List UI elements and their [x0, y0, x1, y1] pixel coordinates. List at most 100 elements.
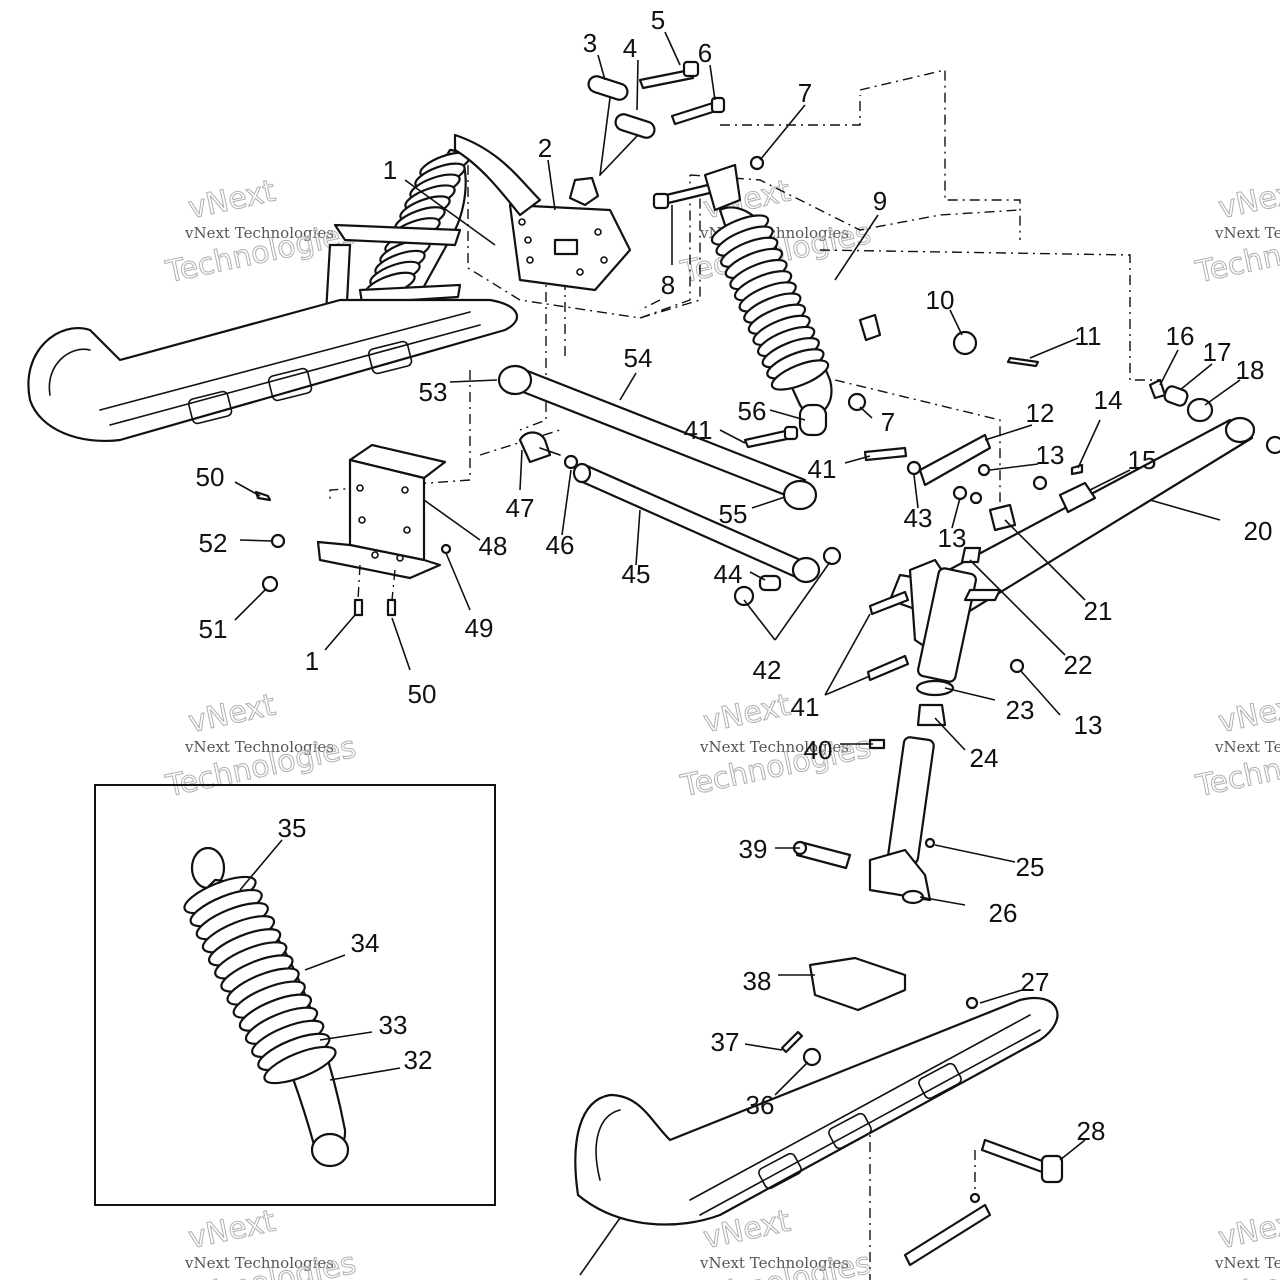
callout-c13b: 13	[1074, 710, 1103, 740]
callout-c7a: 7	[798, 78, 812, 108]
leader-line-c53	[449, 379, 498, 383]
shock-detail-inset	[94, 784, 496, 1206]
spring-coil	[770, 359, 830, 391]
callout-c14: 14	[1094, 385, 1123, 415]
leader-line-c42	[743, 599, 776, 641]
leader-line-c32	[329, 1067, 401, 1081]
leader-line-c41c	[824, 675, 871, 696]
spring-coil	[263, 1045, 337, 1085]
watermark-vnext: vNext	[700, 688, 793, 741]
callout-c48: 48	[479, 531, 508, 561]
mounting-bracket	[254, 443, 452, 617]
callout-c12: 12	[1026, 398, 1055, 428]
watermark-vnext: vNext	[185, 688, 278, 741]
callout-c50b: 50	[408, 679, 437, 709]
main-shock-absorber	[703, 163, 833, 437]
callout-c55: 55	[719, 499, 748, 529]
callout-c11: 11	[1075, 321, 1102, 351]
leader-line-c14	[1077, 419, 1101, 469]
watermark-vnext: vNext	[1215, 688, 1280, 741]
callout-c20: 20	[1244, 516, 1273, 546]
callout-c4: 4	[623, 33, 637, 63]
leader-line-c54	[619, 372, 637, 401]
callout-c6: 6	[698, 38, 712, 68]
watermark-company: vNext Technologies	[184, 1254, 334, 1272]
leader-line-c21a	[1004, 519, 1086, 601]
callout-c49: 49	[465, 613, 494, 643]
watermark-company: vNext Technologies	[1214, 224, 1280, 242]
leader-line-c18	[1204, 379, 1241, 406]
callout-c24: 24	[970, 743, 999, 773]
callout-c32: 32	[404, 1045, 433, 1075]
watermark-company: vNext Technologies	[699, 1254, 849, 1272]
leader-line-c21b	[579, 1217, 621, 1276]
left-shock-background	[323, 133, 542, 342]
callout-c41b: 41	[808, 454, 837, 484]
leader-line-c34	[304, 954, 346, 971]
leader-line-c50b	[391, 617, 411, 671]
watermark-company: vNext Technologies	[184, 224, 334, 242]
callout-c46: 46	[546, 530, 575, 560]
watermark-vnext: vNext	[185, 1204, 278, 1257]
callout-c26: 26	[989, 898, 1018, 928]
leader-line-c24	[934, 717, 966, 751]
leader-line-c47	[519, 449, 523, 491]
callout-c21a: 21	[1084, 596, 1113, 626]
callout-c45: 45	[622, 559, 651, 589]
callout-c1b: 1	[305, 646, 319, 676]
callout-leader-lines	[234, 31, 1241, 1276]
callout-c52: 52	[199, 528, 228, 558]
leader-line-c11	[1029, 337, 1079, 359]
callout-c34: 34	[351, 928, 380, 958]
shock-mount-links	[743, 313, 1214, 682]
leader-line-c15	[1089, 469, 1131, 491]
leader-line-c35	[239, 839, 283, 891]
callout-c13a: 13	[1036, 440, 1065, 470]
callout-c13c: 13	[938, 523, 967, 553]
callout-c44: 44	[714, 559, 743, 589]
leader-line-c20	[1149, 499, 1221, 521]
radius-rods	[497, 364, 842, 607]
leader-line-c56	[769, 409, 806, 421]
leader-line-c3	[597, 54, 606, 81]
watermark-vnext: vNext	[185, 174, 278, 227]
leader-line-c52	[239, 539, 273, 542]
leader-line-c13a	[989, 463, 1039, 471]
leader-line-c17	[1179, 363, 1213, 391]
leader-line-c26	[919, 896, 966, 906]
callout-c10: 10	[926, 285, 955, 315]
callout-c42: 42	[753, 655, 782, 685]
callout-c21b: 21	[546, 1275, 575, 1280]
front-ski	[574, 956, 1064, 1267]
leader-line-c41b	[844, 455, 871, 464]
leader-line-c46	[561, 469, 572, 536]
left-ski-background	[27, 298, 518, 442]
leader-line-c55	[751, 496, 786, 509]
leader-line-c36	[774, 1061, 809, 1096]
callout-c39: 39	[739, 834, 768, 864]
leader-line-c41c	[824, 613, 871, 696]
callout-c17: 17	[1203, 337, 1232, 367]
callout-c50a: 50	[196, 462, 225, 492]
callout-c33: 33	[379, 1010, 408, 1040]
callout-c56: 56	[738, 396, 767, 426]
callout-c8: 8	[661, 270, 675, 300]
leader-line-c33	[319, 1031, 373, 1041]
leader-line-c43	[913, 474, 919, 509]
callout-c28: 28	[1077, 1116, 1106, 1146]
leader-line-c27	[979, 989, 1023, 1004]
callout-c36: 36	[746, 1090, 775, 1120]
callout-c43: 43	[904, 503, 933, 533]
callout-c38: 38	[743, 966, 772, 996]
leader-line-c42	[774, 561, 831, 641]
leader-line-c51	[234, 589, 266, 621]
callout-c40: 40	[804, 735, 833, 765]
callout-c15: 15	[1128, 445, 1157, 475]
leader-line-c5	[664, 31, 681, 66]
leader-line-c7b	[859, 406, 873, 419]
